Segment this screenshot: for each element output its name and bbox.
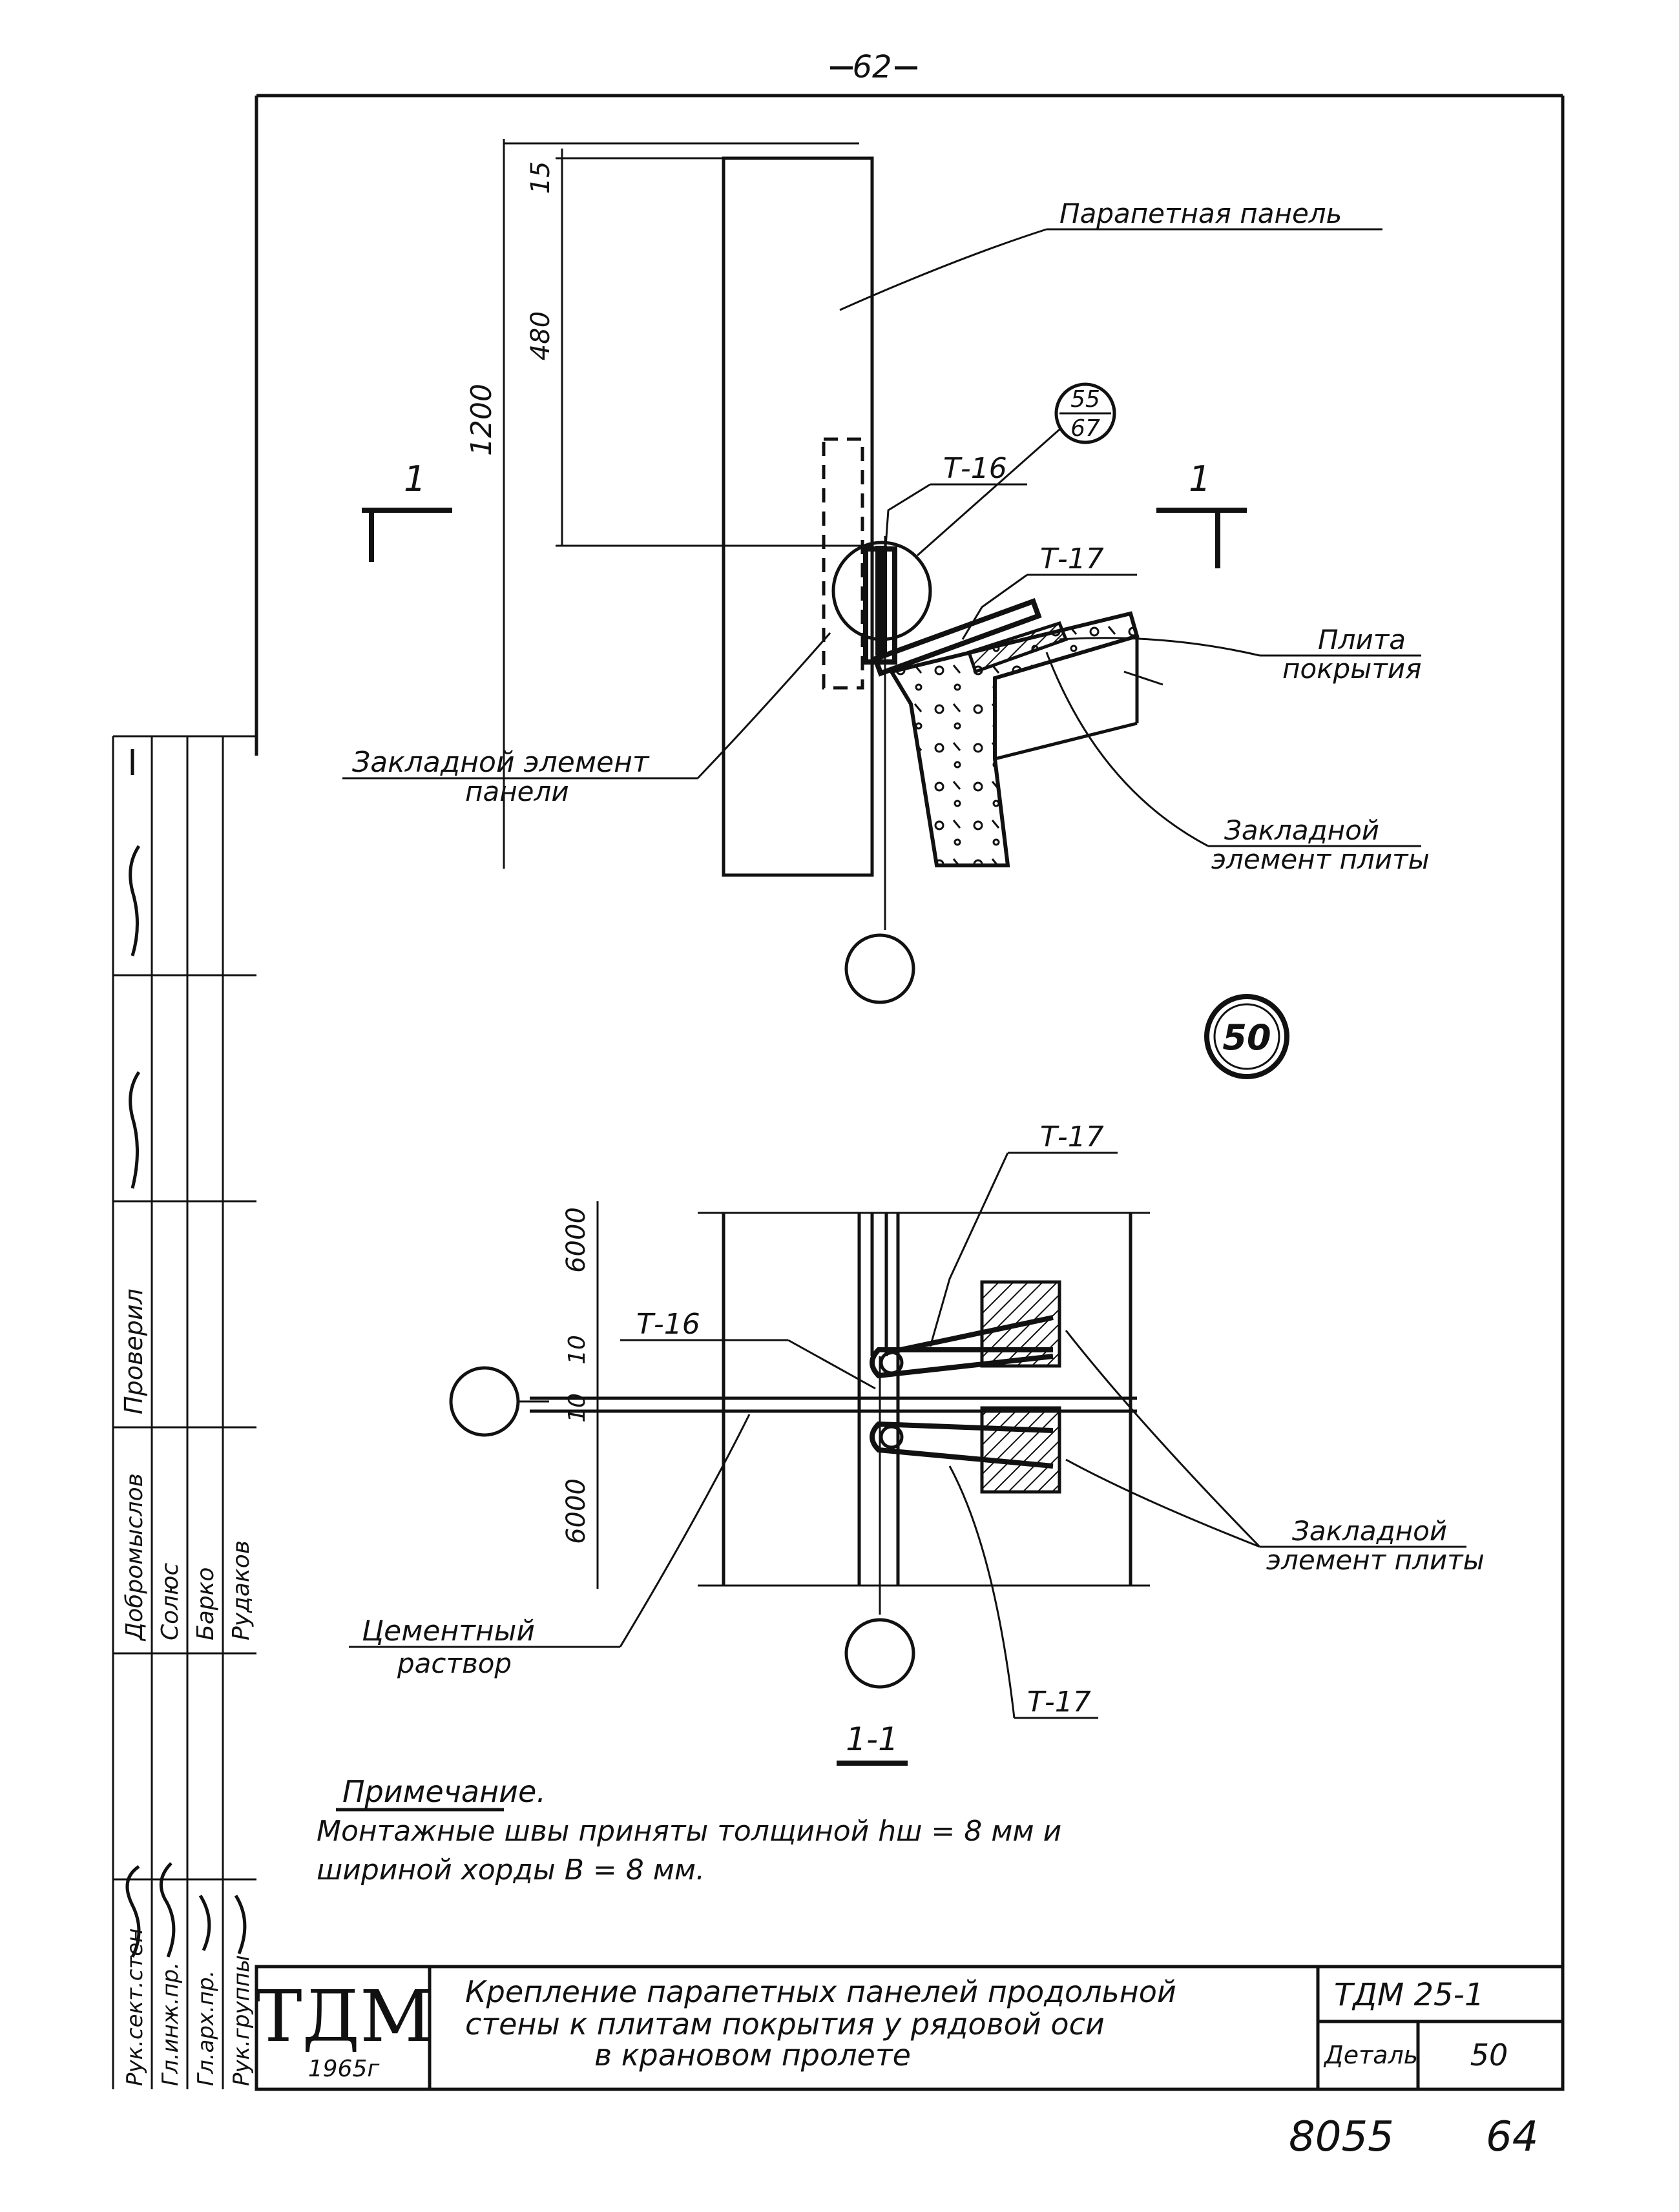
note-line2: шириной хорды В = 8 мм. (317, 1854, 705, 1886)
label-t17: Т-17 (1040, 543, 1104, 575)
sheet-frame (112, 94, 1565, 2091)
dim-6000-top: 6000 (561, 1207, 591, 1273)
label-embed-panel-line2: панели (465, 776, 569, 807)
detail-number: 50 (1222, 1017, 1271, 1058)
callout-top: 55 (1070, 386, 1100, 413)
stamp-name-2: Солюс (157, 1563, 183, 1640)
t16-plate (875, 546, 887, 656)
title-logo: ТДМ (255, 1975, 432, 2058)
title-year: 1965г (308, 2056, 381, 2082)
label-t17-bottom: Т-17 (1027, 1686, 1091, 1719)
label-cement-line1: Цементный (362, 1615, 535, 1648)
label-embed-plate-bottom-line1: Закладной (1292, 1515, 1447, 1547)
label-plate-line1: Плита (1318, 624, 1406, 656)
t17-upper-weld (870, 1347, 1054, 1379)
callout-bubble (1054, 382, 1116, 444)
bottom-view: 6000 10 10 6000 Т-17 Т-16 Закладной элем… (349, 1121, 1485, 1766)
detail-value: 50 (1470, 2038, 1508, 2072)
label-embed-panel-line1: Закладной элемент (352, 746, 650, 779)
section-mark-left: 1 (404, 459, 426, 499)
detail-label: Деталь (1323, 2041, 1418, 2069)
embed-plate-lower (980, 1406, 1061, 1494)
label-cement-line2: раствор (397, 1648, 512, 1679)
t17-plate (871, 597, 1042, 677)
label-t16: Т-16 (943, 452, 1007, 485)
page-number: 62 (852, 49, 892, 85)
dim-10-a: 10 (564, 1335, 590, 1365)
embed-plate-upper (980, 1280, 1061, 1368)
dim-480: 480 (526, 311, 556, 360)
axis-marker-bottom (844, 1618, 915, 1689)
signature-scribbles (125, 749, 247, 1958)
label-t16-bottom: Т-16 (636, 1308, 700, 1341)
note-block: Примечание. Монтажные швы приняты толщин… (317, 1774, 1061, 1886)
detail-number-badge: 50 (1204, 994, 1289, 1079)
dim-6000-bottom: 6000 (561, 1478, 591, 1544)
title-line1: Крепление парапетных панелей продольной (465, 1974, 1176, 2009)
title-line3: в крановом пролете (594, 2038, 911, 2072)
stamp-role-3: Гл.арх.пр. (193, 1970, 219, 2086)
side-stamp: Рук.сект.стен Гл.инж.пр. Гл.арх.пр. Рук.… (113, 736, 256, 2089)
label-embed-plate-bottom-line2: элемент плиты (1266, 1544, 1485, 1576)
stamp-name-1: Добромыслов (121, 1473, 148, 1642)
label-t17-top: Т-17 (1040, 1121, 1104, 1153)
stamp-name-4: Рудаков (228, 1540, 255, 1640)
doc-code: ТДМ 25-1 (1334, 1977, 1484, 2013)
top-view: 15 480 1200 55 67 Парапетная панель Т-16 (342, 139, 1430, 1004)
footer-right: 64 (1486, 2113, 1538, 2161)
callout-bottom: 67 (1070, 415, 1100, 442)
axis-marker-left (449, 1366, 520, 1437)
note-heading: Примечание. (342, 1774, 546, 1809)
panel-embed-dashed (822, 437, 864, 690)
dim-1200: 1200 (465, 384, 498, 456)
stamp-role-2: Гл.инж.пр. (158, 1962, 183, 2086)
title-block: ТДМ 1965г Крепление парапетных панелей п… (255, 1965, 1565, 2091)
dim-10-b: 10 (564, 1393, 590, 1423)
note-line1: Монтажные швы приняты толщиной hш = 8 мм… (317, 1815, 1061, 1848)
section-mark-right: 1 (1189, 459, 1211, 499)
parapet-panel (722, 156, 874, 877)
section-title: 1-1 (846, 1721, 899, 1758)
label-parapet-panel: Парапетная панель (1059, 198, 1342, 229)
stamp-name-3: Барко (193, 1567, 219, 1640)
axis-marker-top (844, 933, 915, 1004)
label-embed-plate-line2: элемент плиты (1211, 843, 1430, 875)
label-plate-line2: покрытия (1282, 653, 1421, 685)
label-embed-plate-line1: Закладной (1224, 814, 1379, 846)
title-line2: стены к плитам покрытия у рядовой оси (465, 2007, 1105, 2041)
footer-left: 8055 (1289, 2113, 1394, 2161)
stamp-role-4: Рук.группы (229, 1955, 255, 2086)
t17-lower-weld (870, 1421, 1054, 1469)
stamp-checked: Проверил (120, 1288, 148, 1414)
dim-15: 15 (526, 161, 556, 194)
